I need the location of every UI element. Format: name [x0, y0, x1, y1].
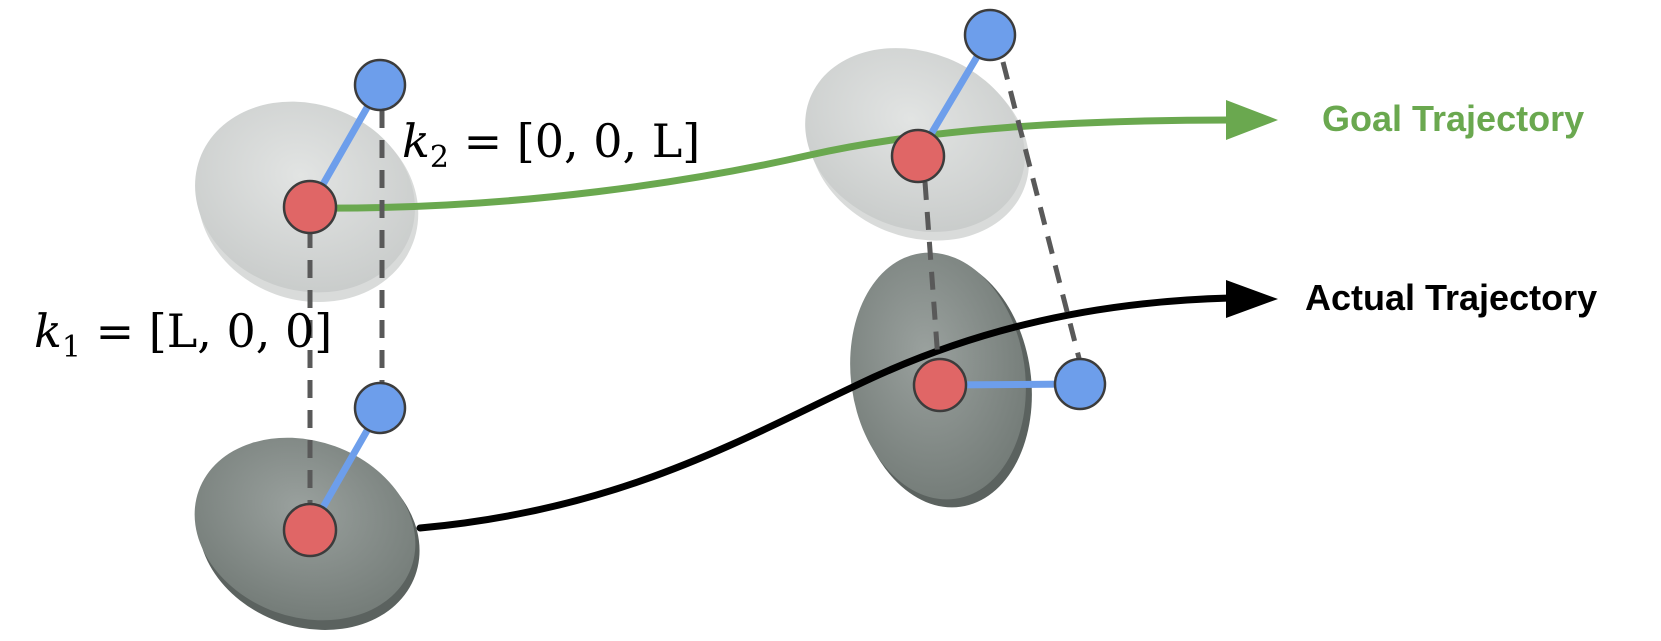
- goal-trajectory-curve: [308, 116, 1236, 212]
- blue-node-top-right: [963, 8, 1017, 62]
- red-node-top-right: [890, 128, 946, 184]
- actual-trajectory-label: Actual Trajectory: [1305, 277, 1597, 318]
- red-node-bottom-left: [282, 502, 338, 558]
- goal-trajectory-arrowhead: [1226, 100, 1278, 140]
- blue-node-bottom-right: [1053, 357, 1107, 411]
- dashed-line-right-tip: [1000, 61, 1083, 363]
- blue-node-bottom-left: [353, 381, 407, 435]
- goal-trajectory-label: Goal Trajectory: [1322, 98, 1584, 139]
- k1-label: k1 = [L, 0, 0]: [34, 304, 332, 365]
- red-node-top-left: [282, 179, 338, 235]
- blue-node-top-left: [353, 58, 407, 112]
- red-node-bottom-right: [912, 357, 968, 413]
- k2-label: k2 = [0, 0, L]: [402, 114, 700, 175]
- actual-trajectory-arrowhead: [1226, 280, 1278, 318]
- actual-trajectory-curve: [416, 294, 1234, 532]
